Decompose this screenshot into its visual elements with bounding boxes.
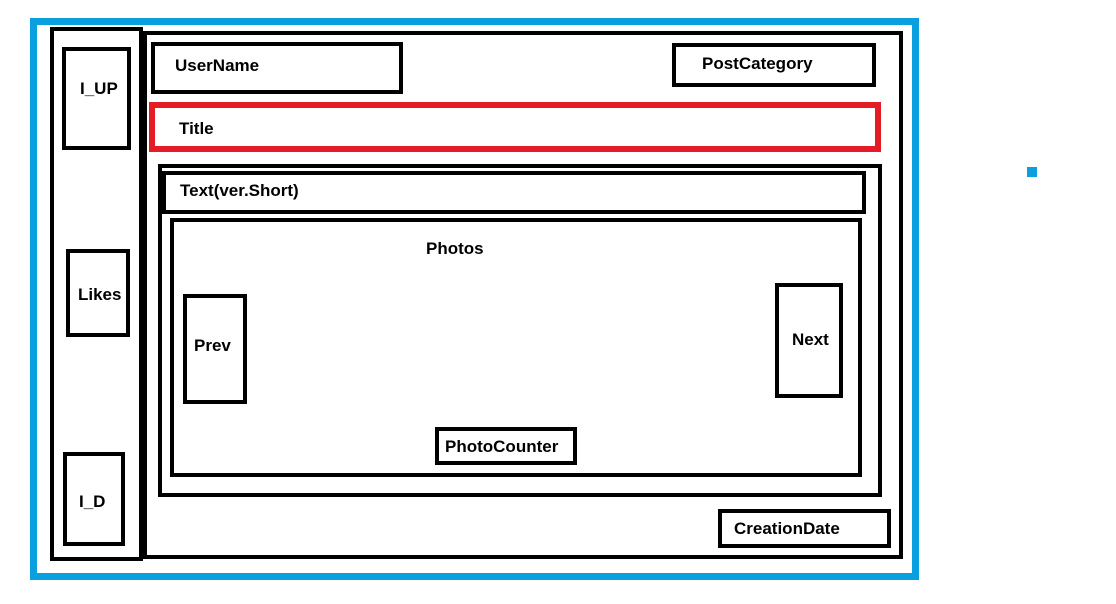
likes-count-box: Likes [66,249,130,337]
username-label: UserName [175,56,260,75]
username-field[interactable]: UserName [151,42,403,94]
upvote-button[interactable]: I_UP [62,47,131,150]
short-text-field[interactable]: Text(ver.Short) [162,171,866,214]
post-title-field[interactable]: Title [149,102,881,152]
stray-dot [1027,167,1037,177]
post-title-label: Title [179,119,214,138]
likes-label: Likes [78,285,122,304]
photos-label: Photos [426,239,484,258]
downvote-label: I_D [79,492,106,511]
post-category-field[interactable]: PostCategory [672,43,876,87]
photo-counter-label: PhotoCounter [445,437,559,456]
post-category-label: PostCategory [702,54,813,73]
short-text-label: Text(ver.Short) [180,181,299,200]
creation-date: CreationDate [718,509,891,548]
prev-label: Prev [194,336,231,355]
downvote-button[interactable]: I_D [63,452,125,546]
next-label: Next [792,330,829,349]
prev-photo-button[interactable]: Prev [183,294,247,404]
upvote-label: I_UP [80,79,118,98]
photo-counter: PhotoCounter [435,427,577,465]
next-photo-button[interactable]: Next [775,283,843,398]
creation-date-label: CreationDate [734,519,840,538]
